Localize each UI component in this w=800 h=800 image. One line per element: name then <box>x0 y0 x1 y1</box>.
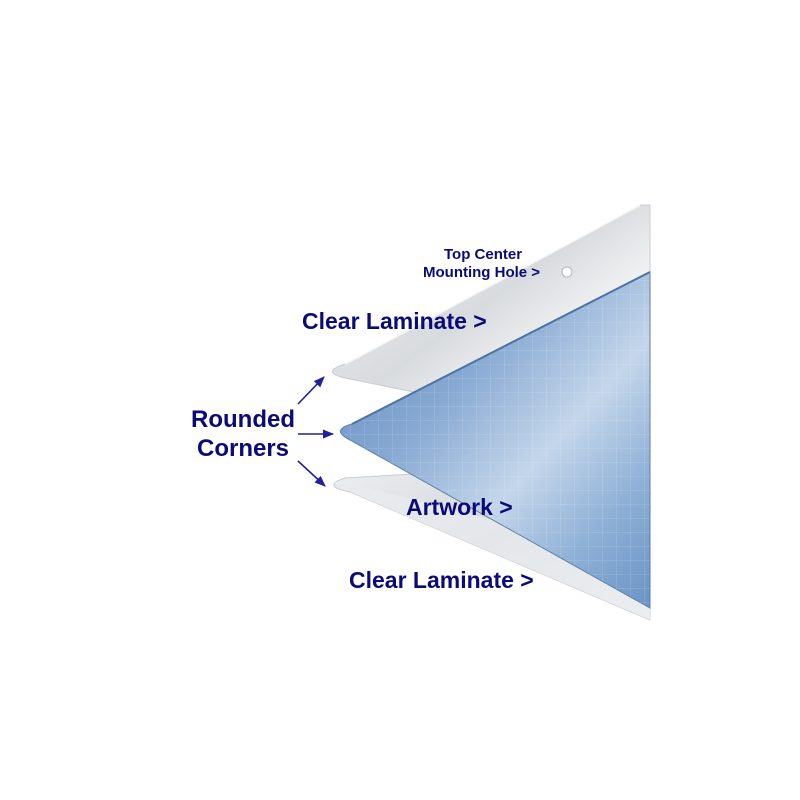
top-laminate-sheet-edge <box>344 204 641 365</box>
rounded-corners-label-line2: Corners <box>196 435 290 462</box>
artwork-grid <box>340 272 650 608</box>
mounting-hole <box>561 266 573 278</box>
artwork-label: Artwork > <box>406 494 513 520</box>
bottom-laminate-sheet-lower <box>350 486 650 620</box>
rounded-corners-label-line1: Rounded <box>191 406 295 433</box>
top-laminate-label: Clear Laminate > <box>302 308 487 334</box>
arrow-to-bottom-laminate-corner <box>297 460 326 487</box>
arrow-to-top-laminate-corner <box>297 376 325 405</box>
rounded-corners-label: Rounded Corners <box>190 405 296 463</box>
mounting-hole-label-line2: Mounting Hole > <box>423 264 541 281</box>
artwork-edge <box>351 271 651 425</box>
mounting-hole-label-line1: Top Center <box>444 246 523 263</box>
bottom-laminate-label: Clear Laminate > <box>349 567 534 593</box>
